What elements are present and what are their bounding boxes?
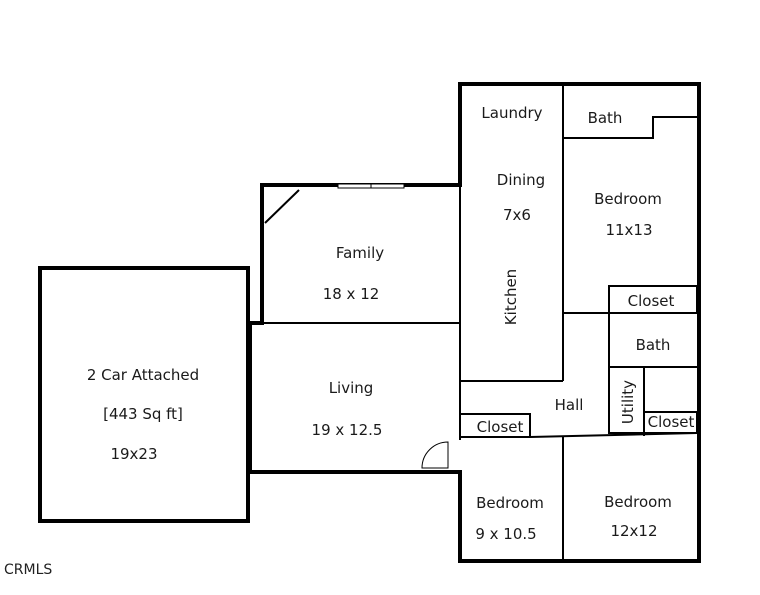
room-labels: 2 Car Attached [443 Sq ft] 19x23 Family … xyxy=(87,104,695,543)
dining-name: Dining xyxy=(497,171,545,189)
family-corner-door xyxy=(264,189,300,224)
family-name: Family xyxy=(336,244,384,262)
bath-top-wall xyxy=(563,116,697,139)
garage-name: 2 Car Attached xyxy=(87,366,199,384)
living-name: Living xyxy=(329,379,374,397)
exterior-walls xyxy=(38,82,701,563)
living-dims: 19 x 12.5 xyxy=(312,421,383,439)
closet-top-outline xyxy=(608,285,698,314)
bedroom-bl-dims: 9 x 10.5 xyxy=(475,525,536,543)
closet-left-name: Closet xyxy=(477,418,524,436)
garage-outline xyxy=(38,266,250,523)
bedroom-br-name: Bedroom xyxy=(604,493,672,511)
bath-top-name: Bath xyxy=(588,109,623,127)
dining-dims: 7x6 xyxy=(503,206,531,224)
family-dims: 18 x 12 xyxy=(323,285,380,303)
garage-dims: 19x23 xyxy=(110,445,157,463)
bedroom-top-name: Bedroom xyxy=(594,190,662,208)
kitchen-name: Kitchen xyxy=(502,269,520,325)
hall-name: Hall xyxy=(555,396,584,414)
interior-walls xyxy=(262,86,698,561)
hall-south-wall xyxy=(529,432,698,438)
bedroom-bl-name: Bedroom xyxy=(476,494,544,512)
house-outline xyxy=(248,82,701,563)
watermark: CRMLS xyxy=(4,562,52,578)
living-door-arc xyxy=(421,441,449,469)
garage-area: [443 Sq ft] xyxy=(103,405,183,423)
bedroom-br-dims: 12x12 xyxy=(610,522,657,540)
closet-right-name: Closet xyxy=(648,413,695,431)
utility-name: Utility xyxy=(619,380,637,424)
closet-left-outline xyxy=(459,413,531,438)
fixtures xyxy=(264,183,449,469)
closet-top-name: Closet xyxy=(628,292,675,310)
bedroom-top-dims: 11x13 xyxy=(605,221,652,239)
bath-mid-name: Bath xyxy=(636,336,671,354)
laundry-name: Laundry xyxy=(481,104,542,122)
utility-outline xyxy=(608,366,645,434)
